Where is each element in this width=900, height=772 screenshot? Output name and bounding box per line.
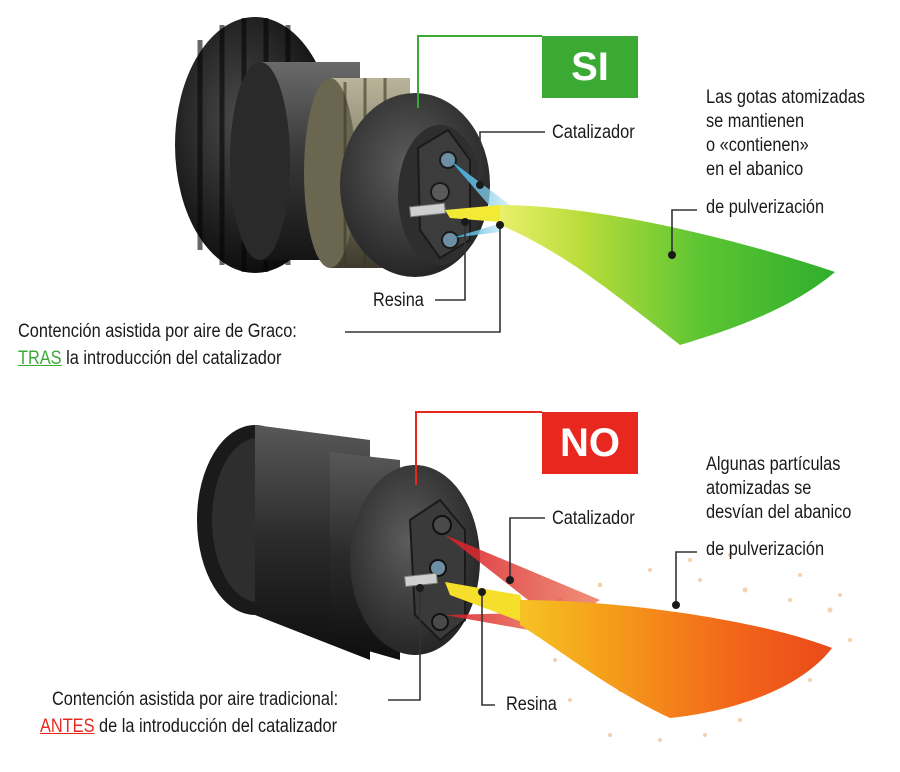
bottom-note-line: atomizadas se bbox=[706, 478, 812, 499]
top-caption-rest: la introducción del catalizador bbox=[61, 348, 282, 369]
top-resin-label: Resina bbox=[373, 290, 424, 311]
top-nozzle bbox=[175, 17, 490, 277]
bottom-badge-label: NO bbox=[560, 421, 620, 465]
top-badge-box bbox=[542, 36, 638, 98]
top-caption-line2: TRAS la introducción del catalizador bbox=[18, 347, 281, 371]
bottom-badge-box bbox=[542, 412, 638, 474]
top-badge-label: SI bbox=[571, 45, 609, 89]
bottom-caption-line2: ANTES de la introducción del catalizador bbox=[40, 715, 337, 739]
top-caption-keyword: TRAS bbox=[18, 348, 62, 369]
bottom-note-line: Algunas partículas bbox=[706, 454, 841, 475]
top-note-line: se mantienen bbox=[706, 111, 805, 132]
bottom-nozzle bbox=[197, 425, 480, 660]
bottom-caption-keyword: ANTES bbox=[40, 716, 95, 737]
top-note-line: de pulverización bbox=[706, 197, 825, 218]
bottom-resin-label: Resina bbox=[506, 694, 557, 715]
bottom-catalyst-label: Catalizador bbox=[552, 508, 635, 529]
top-note-line: en el abanico bbox=[706, 159, 804, 180]
bottom-leader-dots bbox=[416, 576, 680, 609]
top-note-line: Las gotas atomizadas bbox=[706, 87, 865, 108]
top-leader-dots bbox=[461, 181, 676, 259]
bottom-leader-lines bbox=[388, 517, 697, 706]
bottom-caption-line1: Contención asistida por aire tradicional… bbox=[52, 689, 339, 710]
top-catalyst-label: Catalizador bbox=[552, 122, 635, 143]
bottom-caption-rest: de la introducción del catalizador bbox=[94, 716, 338, 737]
top-note-line: o «contienen» bbox=[706, 135, 809, 156]
top-badge-bracket bbox=[417, 35, 542, 108]
bottom-spray bbox=[445, 535, 852, 742]
top-spray bbox=[445, 160, 835, 345]
top-leader-lines bbox=[345, 131, 697, 333]
bottom-badge-bracket bbox=[415, 411, 542, 485]
bottom-note-line: de pulverización bbox=[706, 539, 825, 560]
bottom-note-line: desvían del abanico bbox=[706, 502, 852, 523]
top-caption-line1: Contención asistida por aire de Graco: bbox=[18, 321, 297, 342]
